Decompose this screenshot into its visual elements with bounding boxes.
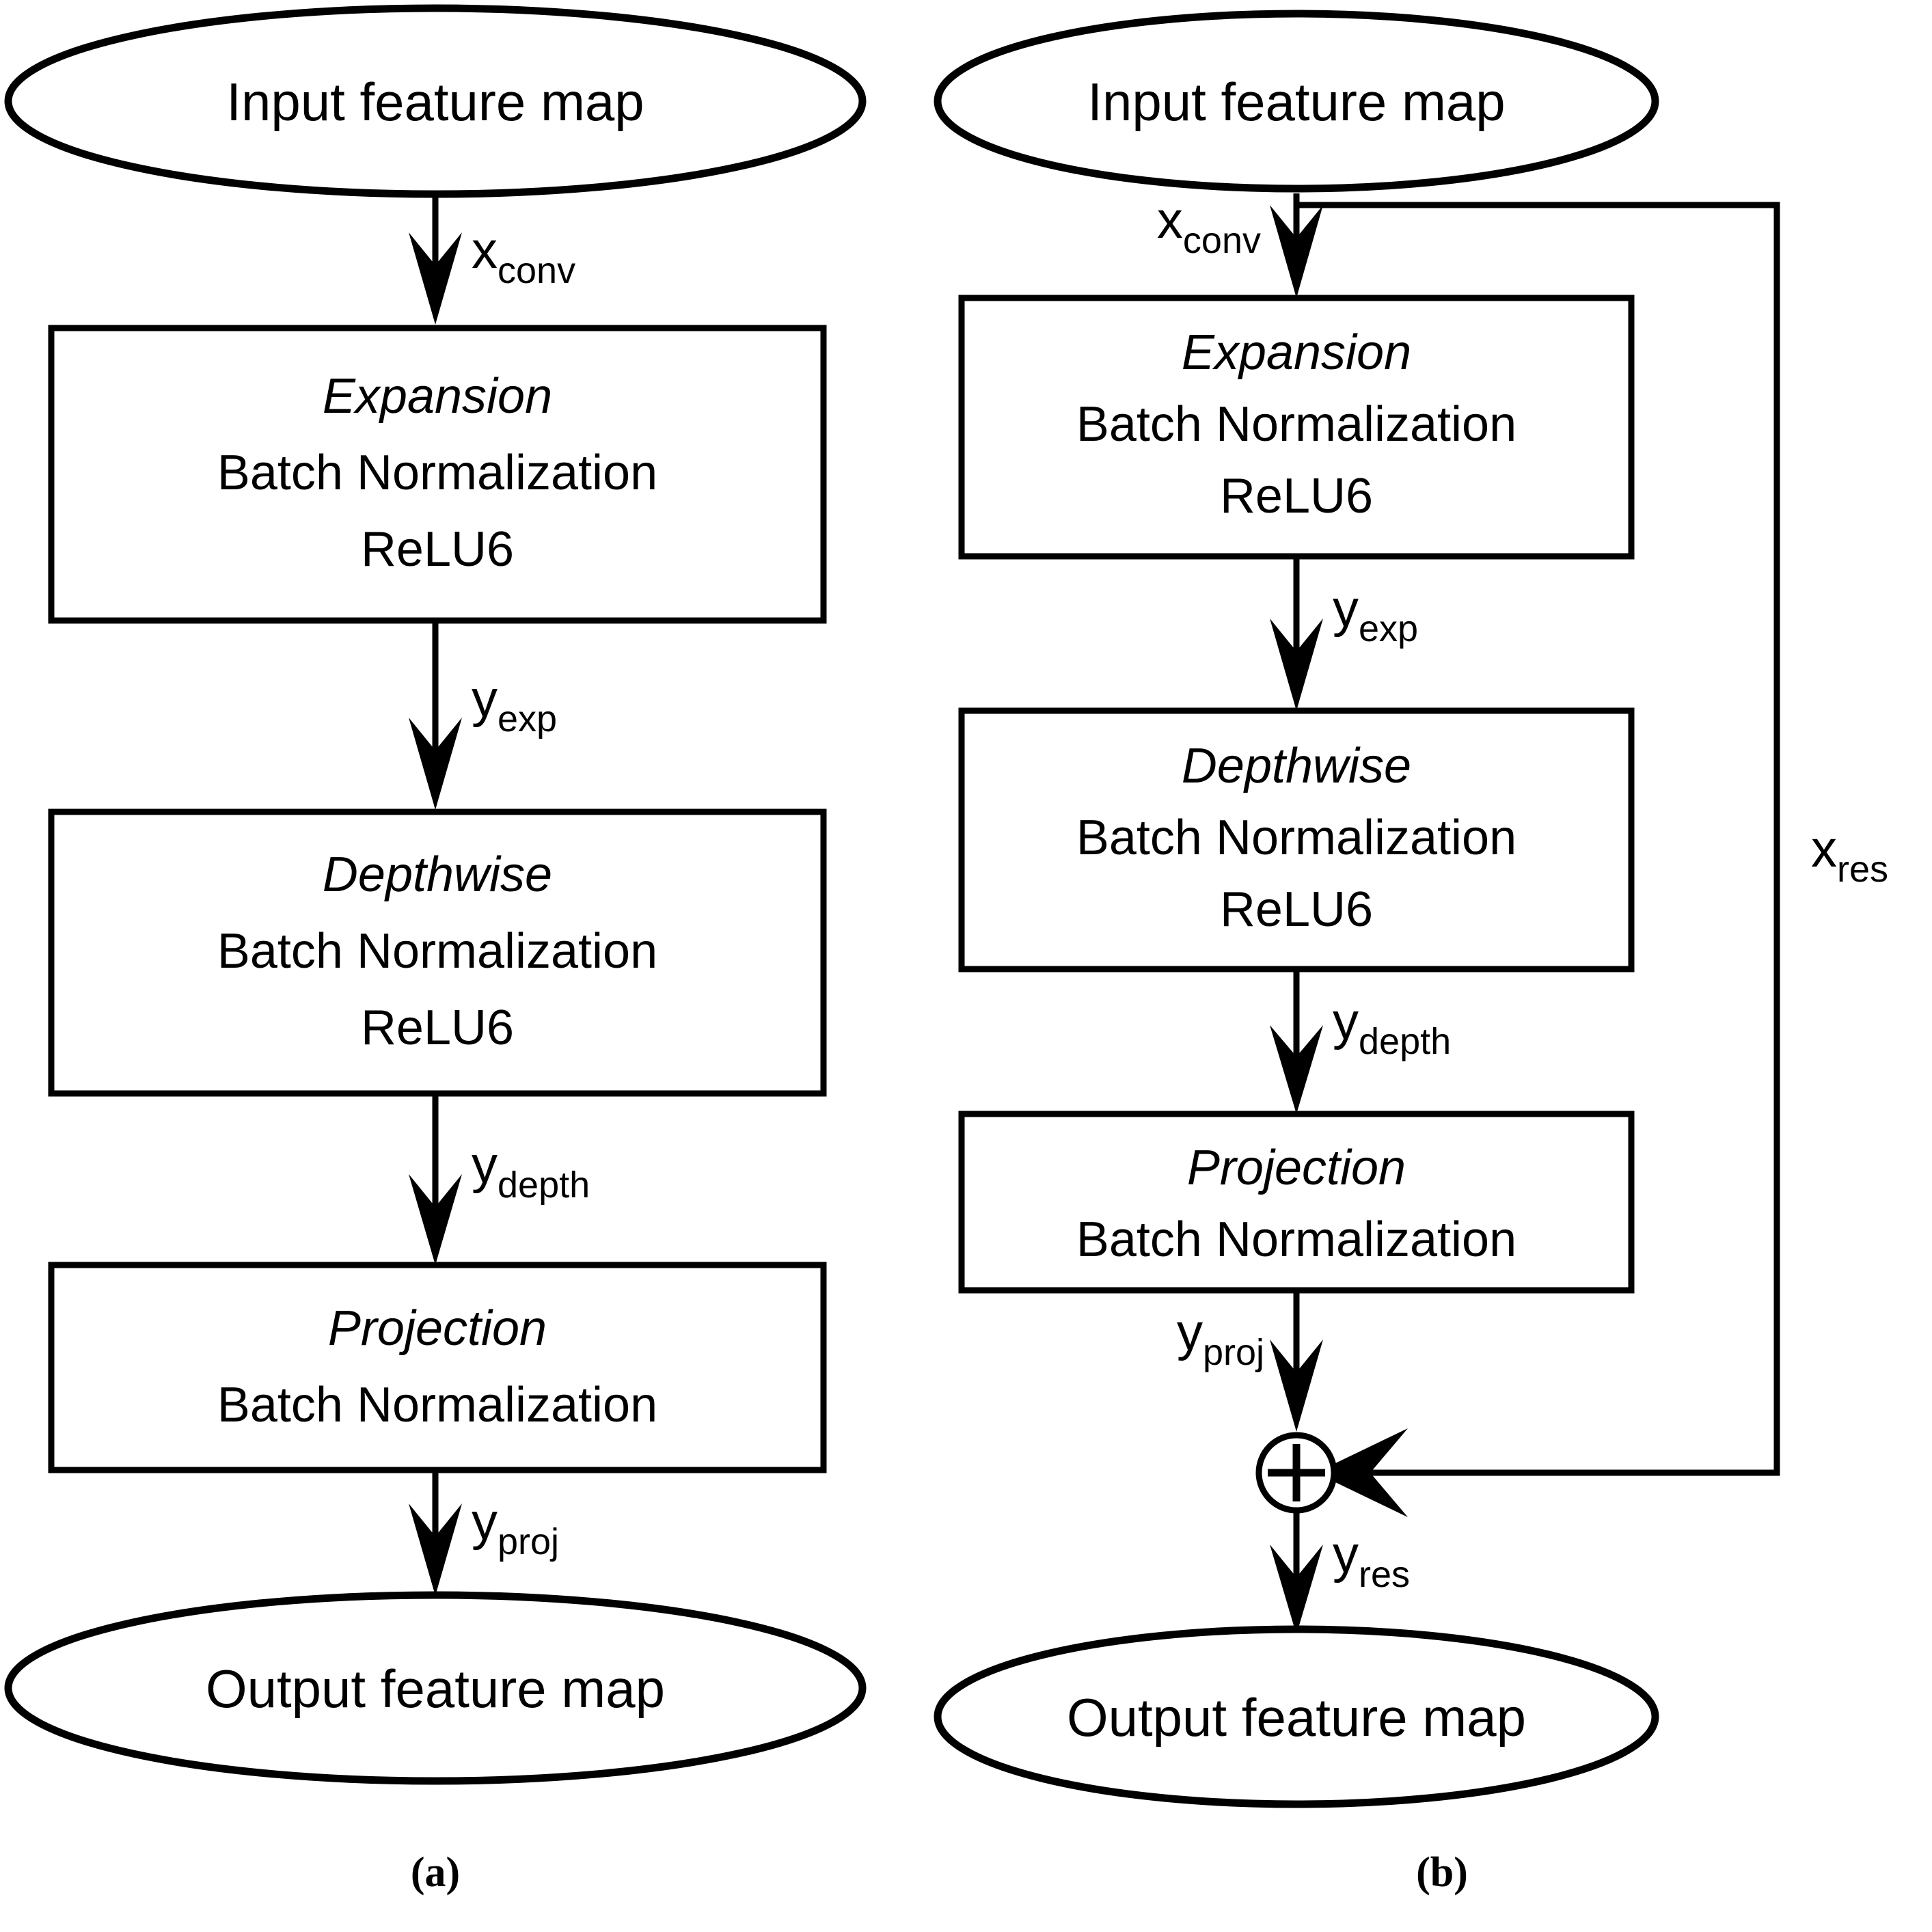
arrowhead-down-icon bbox=[1270, 618, 1323, 711]
expansion-box bbox=[958, 295, 1635, 560]
panel-b-edge-y-exp: yexp bbox=[1270, 556, 1418, 711]
depthwise-line-2: ReLU6 bbox=[1220, 882, 1373, 937]
depthwise-title: Depthwise bbox=[1182, 739, 1411, 793]
expansion-line-2: ReLU6 bbox=[361, 522, 514, 577]
panel-a-edge-label-y-proj: yproj bbox=[472, 1493, 559, 1562]
output-feature-map-ellipse bbox=[934, 1625, 1659, 1808]
output-feature-map-label: Output feature map bbox=[1067, 1687, 1526, 1747]
arrowhead-down-icon bbox=[1270, 1545, 1323, 1635]
output-feature-map-label: Output feature map bbox=[206, 1659, 665, 1719]
panel-b-output-node[interactable]: Output feature map bbox=[934, 1625, 1659, 1808]
panel-a-output-node[interactable]: Output feature map bbox=[4, 1591, 867, 1785]
projection-title: Projection bbox=[328, 1301, 547, 1356]
panel-a-block-projection[interactable]: Projection Batch Normalization bbox=[48, 1262, 827, 1473]
arrowhead-down-icon bbox=[1270, 205, 1323, 298]
panel-b-edge-label-y-exp: yexp bbox=[1333, 580, 1418, 649]
projection-box bbox=[958, 1111, 1635, 1294]
panel-a-edge-label-y-exp: yexp bbox=[472, 670, 557, 739]
expansion-line-2: ReLU6 bbox=[1220, 469, 1373, 523]
projection-line-1: Batch Normalization bbox=[217, 1378, 657, 1432]
panel-a-caption: (a) bbox=[411, 1849, 460, 1896]
panel-b-edge-y-depth: ydepth bbox=[1270, 969, 1451, 1114]
depthwise-line-1: Batch Normalization bbox=[1076, 811, 1516, 865]
arrowhead-down-icon bbox=[409, 1504, 462, 1596]
panel-a-input-node[interactable]: Input feature map bbox=[4, 4, 867, 198]
depthwise-title: Depthwise bbox=[323, 847, 552, 902]
arrowhead-down-icon bbox=[409, 718, 462, 810]
depthwise-box bbox=[48, 808, 827, 1097]
input-feature-map-label: Input feature map bbox=[1087, 72, 1505, 132]
arrowhead-down-icon bbox=[409, 232, 462, 325]
panel-a-edge-label-y-depth: ydepth bbox=[472, 1136, 590, 1206]
panel-b-sum-node[interactable] bbox=[1255, 1432, 1337, 1514]
arrowhead-down-icon bbox=[1270, 1339, 1323, 1432]
panel-b: Input feature map xres xconv Expansion B… bbox=[934, 10, 1888, 1896]
panel-b-caption: (b) bbox=[1416, 1849, 1468, 1896]
panel-a-edge-y-exp: yexp bbox=[409, 621, 557, 810]
output-feature-map-ellipse bbox=[4, 1591, 867, 1785]
panel-b-edge-label-x-conv: xconv bbox=[1157, 191, 1261, 261]
panel-a-edge-label-x-conv: xconv bbox=[472, 221, 575, 291]
depthwise-line-2: ReLU6 bbox=[361, 1001, 514, 1055]
panel-b-edge-label-y-proj: yproj bbox=[1177, 1303, 1264, 1373]
panel-b-block-depthwise[interactable]: Depthwise Batch Normalization ReLU6 bbox=[958, 707, 1635, 972]
projection-title: Projection bbox=[1187, 1141, 1406, 1195]
expansion-line-1: Batch Normalization bbox=[1076, 397, 1516, 452]
expansion-title: Expansion bbox=[1182, 325, 1411, 380]
input-feature-map-label: Input feature map bbox=[226, 72, 644, 132]
expansion-title: Expansion bbox=[323, 369, 552, 424]
depthwise-box bbox=[958, 707, 1635, 972]
expansion-line-1: Batch Normalization bbox=[217, 446, 657, 500]
panel-b-edge-y-res: yres bbox=[1270, 1510, 1410, 1635]
depthwise-line-1: Batch Normalization bbox=[217, 924, 657, 979]
panel-a: Input feature map xconv Expansion Batch … bbox=[4, 4, 867, 1896]
projection-line-1: Batch Normalization bbox=[1076, 1212, 1516, 1267]
projection-box bbox=[48, 1262, 827, 1473]
arrowhead-down-icon bbox=[1270, 1025, 1323, 1114]
panel-b-block-expansion[interactable]: Expansion Batch Normalization ReLU6 bbox=[958, 295, 1635, 560]
expansion-box bbox=[48, 325, 827, 624]
panel-b-block-projection[interactable]: Projection Batch Normalization bbox=[958, 1111, 1635, 1294]
panel-b-input-node[interactable]: Input feature map bbox=[934, 10, 1659, 193]
panel-a-block-depthwise[interactable]: Depthwise Batch Normalization ReLU6 bbox=[48, 808, 827, 1097]
panel-a-block-expansion[interactable]: Expansion Batch Normalization ReLU6 bbox=[48, 325, 827, 624]
panel-a-edge-y-proj: yproj bbox=[409, 1470, 559, 1596]
panel-b-edge-label-y-res: yres bbox=[1333, 1525, 1410, 1595]
panel-b-edge-label-y-depth: ydepth bbox=[1333, 992, 1451, 1062]
panel-a-edge-x-conv: xconv bbox=[409, 194, 575, 325]
arrowhead-down-icon bbox=[409, 1174, 462, 1265]
panel-a-edge-y-depth: ydepth bbox=[409, 1093, 590, 1265]
input-feature-map-ellipse bbox=[934, 10, 1659, 193]
panel-b-edge-label-x-res: xres bbox=[1811, 820, 1888, 890]
panel-b-edge-x-conv: xconv bbox=[1157, 191, 1323, 298]
panel-b-edge-y-proj: yproj bbox=[1177, 1290, 1323, 1432]
arrowhead-left-icon bbox=[1316, 1428, 1408, 1517]
